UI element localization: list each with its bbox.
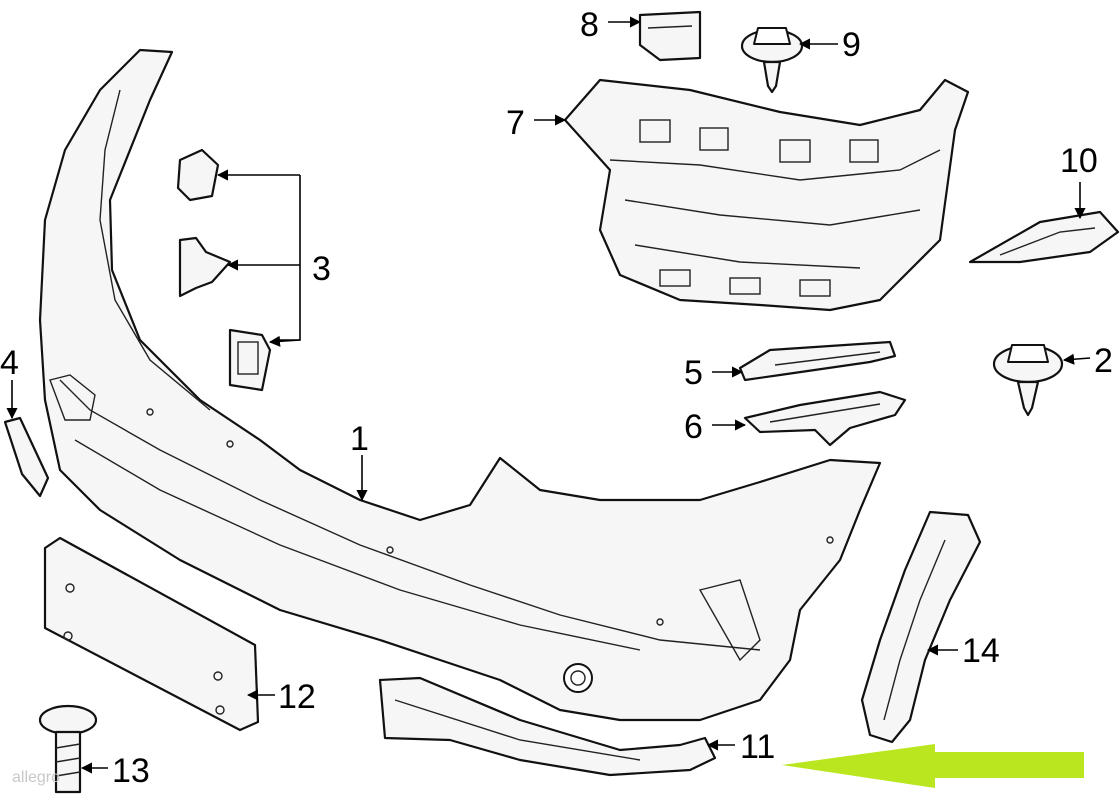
leader-lines	[6, 16, 1091, 774]
callout-2: 2	[1094, 342, 1113, 380]
clip-part-8	[638, 10, 702, 62]
license-plate-bracket-part-12	[43, 536, 260, 732]
callout-9: 9	[842, 26, 861, 64]
side-reflector-part-4	[3, 416, 50, 498]
callout-5: 5	[684, 354, 703, 392]
side-trim-part-14	[860, 510, 982, 744]
callout-3: 3	[312, 250, 331, 288]
bracket-strip-part-5	[738, 340, 897, 382]
callout-6: 6	[684, 408, 703, 446]
bumper-support-bracket-part	[563, 78, 970, 312]
push-rivet-part-2	[992, 344, 1064, 417]
callout-7: 7	[506, 104, 525, 142]
bracket-strip-part-6	[743, 390, 907, 447]
callout-11: 11	[740, 728, 775, 766]
callout-4: 4	[0, 344, 19, 382]
push-rivet-part-9	[740, 27, 804, 94]
bracket-part-10	[968, 210, 1120, 264]
bumper-cover-part	[38, 48, 882, 722]
callout-labels: 1 2 3 4 5 6 7 8 9 10 11 12 13 14	[0, 6, 1113, 790]
callout-14: 14	[962, 632, 1000, 670]
callout-10: 10	[1060, 142, 1098, 180]
bolt-part-13	[38, 704, 98, 794]
callout-12: 12	[278, 678, 316, 716]
callout-1: 1	[350, 420, 369, 458]
highlight-arrow	[782, 744, 1084, 788]
watermark-text: allegro	[12, 769, 60, 786]
sensor-holder-parts-3	[176, 148, 272, 392]
callout-8: 8	[580, 6, 599, 44]
callout-13: 13	[112, 752, 150, 790]
lower-spoiler-part-11	[378, 676, 717, 777]
